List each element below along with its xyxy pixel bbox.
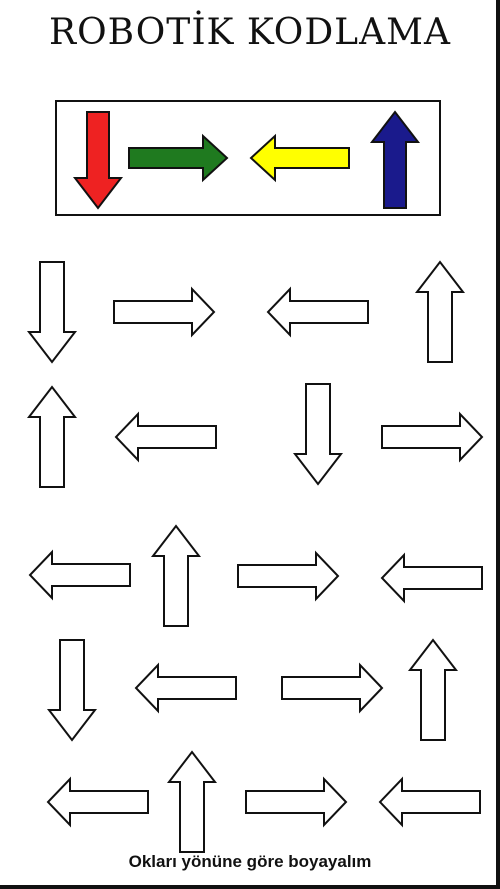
grid-arrow-down-icon bbox=[292, 383, 344, 486]
grid-arrow-left-icon bbox=[46, 776, 149, 828]
grid-arrow-up-icon bbox=[407, 638, 459, 741]
grid-arrow-down-icon bbox=[26, 261, 78, 364]
grid-arrow-up-icon bbox=[150, 524, 202, 627]
grid-arrow-down-icon bbox=[46, 639, 98, 742]
grid-arrow-left-icon bbox=[378, 776, 481, 828]
grid-arrow-right-icon bbox=[237, 550, 340, 602]
grid-arrow-left-icon bbox=[266, 286, 369, 338]
grid-arrow-up-icon bbox=[26, 385, 78, 488]
grid-arrow-up-icon bbox=[166, 750, 218, 853]
grid-arrow-up-icon bbox=[414, 260, 466, 363]
legend-arrow-left-icon bbox=[249, 133, 350, 183]
legend-arrow-up-icon bbox=[369, 110, 421, 209]
instruction-caption: Okları yönüne göre boyayalım bbox=[128, 852, 372, 871]
color-legend-box bbox=[55, 100, 441, 216]
grid-arrow-left-icon bbox=[134, 662, 237, 714]
legend-arrow-right-icon bbox=[128, 133, 229, 183]
grid-arrow-left-icon bbox=[114, 411, 217, 463]
grid-arrow-right-icon bbox=[113, 286, 216, 338]
grid-arrow-left-icon bbox=[380, 552, 483, 604]
grid-arrow-right-icon bbox=[281, 662, 384, 714]
grid-arrow-right-icon bbox=[381, 411, 484, 463]
worksheet-title: ROBOTİK KODLAMA bbox=[49, 12, 451, 53]
grid-arrow-left-icon bbox=[28, 549, 131, 601]
legend-arrow-down-icon bbox=[72, 111, 124, 210]
grid-arrow-right-icon bbox=[245, 776, 348, 828]
